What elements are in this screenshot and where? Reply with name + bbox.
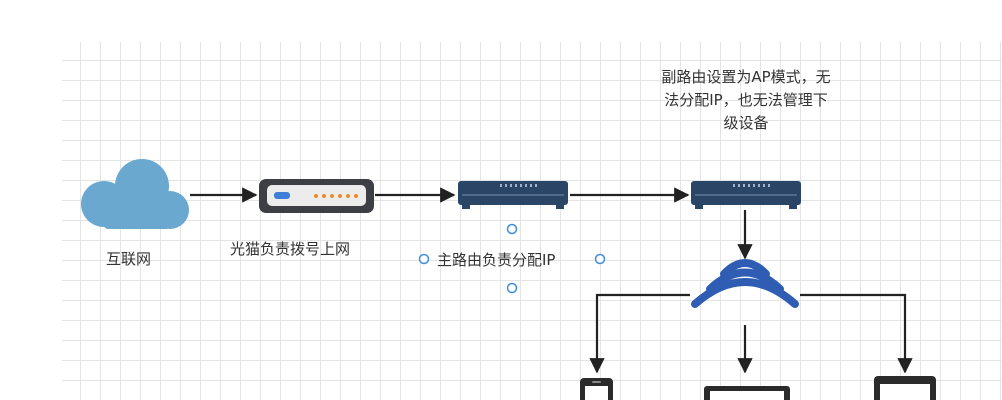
edge-wifi-tablet[interactable]	[800, 293, 913, 374]
modem-label: 光猫负责拨号上网	[230, 240, 351, 258]
note-line-1: 副路由设置为AP模式，无	[661, 68, 831, 86]
tablet-icon[interactable]	[874, 376, 936, 400]
selection-handles[interactable]	[418, 223, 606, 294]
note-line-3: 级设备	[723, 114, 769, 132]
main-router-label[interactable]: 主路由负责分配IP	[437, 251, 556, 269]
sub-router-note: 副路由设置为AP模式，无 法分配IP，也无法管理下 级设备	[628, 66, 864, 135]
edge-wifi-phone[interactable]	[589, 293, 690, 374]
cloud-icon[interactable]	[81, 159, 189, 229]
grid-background	[62, 42, 1002, 400]
handle-left[interactable]	[418, 253, 430, 265]
sub-router-icon[interactable]	[691, 181, 801, 209]
handle-bottom[interactable]	[506, 282, 518, 294]
connectors	[190, 187, 913, 374]
note-line-2: 法分配IP，也无法管理下	[664, 91, 828, 109]
modem-icon[interactable]	[259, 179, 374, 213]
wifi-icon[interactable]	[691, 259, 799, 308]
handle-top[interactable]	[506, 223, 518, 235]
phone-icon[interactable]	[580, 378, 613, 400]
internet-label: 互联网	[106, 250, 152, 268]
main-router-icon[interactable]	[458, 181, 568, 209]
handle-right[interactable]	[594, 253, 606, 265]
laptop-icon[interactable]	[704, 386, 790, 400]
